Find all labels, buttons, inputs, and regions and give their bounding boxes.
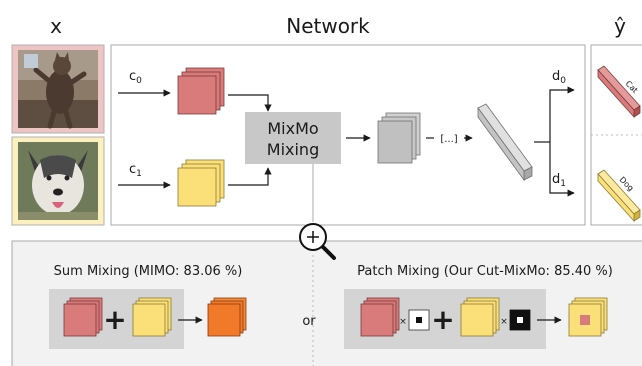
sum-red-stack xyxy=(63,297,103,337)
mixmo-line2: Mixing xyxy=(267,140,319,159)
ellipsis-label: [...] xyxy=(440,134,457,145)
sum-orange-stack xyxy=(207,297,247,337)
d1-label: d1 xyxy=(552,172,566,189)
mixed-feature-stack xyxy=(377,112,421,164)
cat-photo xyxy=(24,52,87,129)
mixmo-mixing-block: MixMo Mixing xyxy=(245,112,341,164)
magnifier-icon xyxy=(299,223,336,260)
dense-layer-bar xyxy=(477,103,533,182)
yellow-feature-stack xyxy=(177,159,225,207)
sum-plus-icon: + xyxy=(103,303,126,336)
mask-white-icon xyxy=(408,309,430,331)
c1-label: c1 xyxy=(129,162,142,179)
red-feature-stack xyxy=(177,67,225,115)
network-header: Network xyxy=(286,14,370,38)
sum-mixing-title: Sum Mixing (MIMO: 83.06 %) xyxy=(54,264,243,279)
mixmo-line1: MixMo xyxy=(267,119,318,138)
patch-mixing-title: Patch Mixing (Our Cut-MixMo: 85.40 %) xyxy=(357,264,613,279)
d0-label: d0 xyxy=(552,69,566,86)
d1-arrow xyxy=(549,142,575,197)
red-to-mixmo-arrow xyxy=(228,94,272,112)
patch-result-stack xyxy=(568,297,608,337)
cat-image xyxy=(11,44,105,134)
patch-yellow-stack xyxy=(460,297,500,337)
times-symbol-2: × xyxy=(500,317,508,327)
patch-plus-icon: + xyxy=(431,303,454,336)
d0-arrow xyxy=(549,86,575,142)
yellow-to-mixmo-arrow xyxy=(228,167,272,186)
patch-red-stack xyxy=(360,297,400,337)
c0-label: c0 xyxy=(129,69,142,86)
x-header: x xyxy=(50,14,62,38)
dog-output-bar: Dog xyxy=(597,169,641,223)
sum-yellow-stack xyxy=(132,297,172,337)
times-symbol-1: × xyxy=(399,317,407,327)
y-hat-header: ŷ xyxy=(614,14,626,38)
or-label: or xyxy=(302,314,316,329)
patch-square xyxy=(580,315,590,325)
mask-black-icon xyxy=(509,309,531,331)
dog-image xyxy=(11,136,105,226)
dog-photo xyxy=(18,150,98,220)
